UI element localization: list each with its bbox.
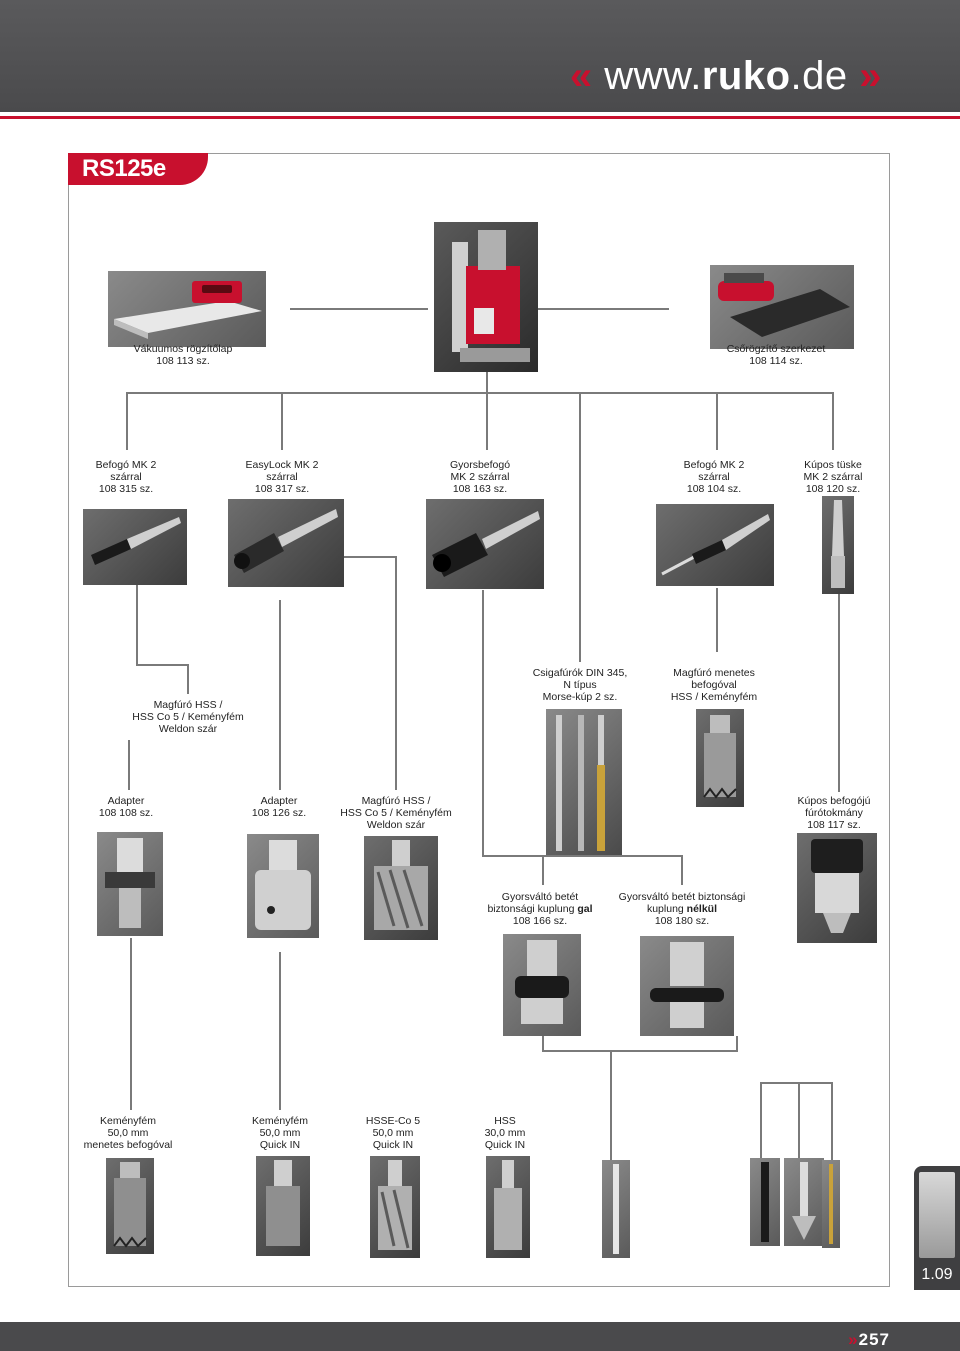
core-cutter-icon-3 — [266, 1160, 300, 1246]
footer-arrow: » — [848, 1330, 859, 1349]
hss-quickin-label: HSS 30,0 mm Quick IN — [484, 1115, 526, 1151]
quick-change-gal-label: Gyorsváltó betét biztonsági kuplung gal … — [487, 891, 593, 927]
site-url[interactable]: « www.ruko.de » — [570, 54, 882, 99]
quote-right: » — [859, 54, 882, 98]
step-drill-icon — [761, 1162, 769, 1242]
quick-change-nelkul-label: Gyorsváltó betét biztonsági kuplung nélk… — [618, 891, 746, 927]
adapter-108126-label: Adapter 108 126 sz. — [251, 795, 307, 819]
drill-chuck-photo — [797, 833, 877, 943]
page-header — [0, 0, 960, 112]
core-cutter-icon — [703, 715, 737, 799]
twist-drills-label: Csigafúrók DIN 345, N típus Morse-kúp 2 … — [532, 667, 628, 703]
adapter-108126-photo — [247, 834, 319, 938]
drill-chuck-icon — [811, 839, 863, 933]
url-suffix: .de — [790, 54, 848, 98]
carbide-quickin-label: Keményfém 50,0 mm Quick IN — [251, 1115, 309, 1151]
twist-drills-photo — [546, 709, 622, 855]
weldon-cutter-2-label: Magfúró HSS / HSS Co 5 / Keményfém Weldo… — [340, 795, 452, 831]
adapter-108108-label: Adapter 108 108 sz. — [98, 795, 154, 819]
core-cutter-icon-2 — [113, 1162, 147, 1248]
adapter-icon-2 — [255, 840, 311, 930]
carbide-quickin-photo — [256, 1156, 310, 1256]
core-cutter-icon-4 — [378, 1160, 412, 1250]
page-number: »257 — [848, 1330, 890, 1350]
vacuum-plate-photo — [108, 271, 266, 347]
countersink-photo — [784, 1158, 824, 1246]
arbor-108120-label: Kúpos tüske MK 2 szárral 108 120 sz. — [803, 459, 863, 495]
adapter-108108-photo — [97, 832, 163, 936]
weldon-cutter-label: Magfúró HSS / HSS Co 5 / Keményfém Weldo… — [132, 699, 244, 735]
hsse-quickin-photo — [370, 1156, 420, 1258]
url-brand: ruko — [701, 54, 791, 98]
pilot-pin-photo — [602, 1160, 630, 1258]
url-prefix: www. — [604, 54, 702, 98]
vacuum-plate-icon — [114, 281, 262, 339]
taper-arbor-icon — [831, 500, 845, 588]
model-tab: RS125e — [68, 153, 208, 185]
arbor-108120-photo — [822, 496, 854, 594]
quote-left: « — [569, 54, 593, 98]
section-number: 1.09 — [921, 1266, 953, 1283]
step-drill-photo — [750, 1158, 780, 1246]
holder-108104-label: Befogó MK 2 szárral 108 104 sz. — [683, 459, 745, 495]
carbide-threaded-label: Keményfém 50,0 mm menetes befogóval — [83, 1115, 173, 1151]
hsse-quickin-label: HSSE-Co 5 50,0 mm Quick IN — [365, 1115, 421, 1151]
threaded-cutter-label: Magfúró menetes befogóval HSS / Keményfé… — [670, 667, 758, 703]
chip-guard-icon — [718, 273, 850, 337]
diagram-frame — [68, 153, 890, 1287]
page-number-value: 257 — [858, 1330, 890, 1349]
countersink-icon — [792, 1162, 816, 1240]
holder-108315-label: Befogó MK 2 szárral 108 315 sz. — [95, 459, 157, 495]
quick-chuck-108163-photo — [426, 499, 544, 589]
quick-chuck-108163-label: Gyorsbefogó MK 2 szárral 108 163 sz. — [449, 459, 511, 495]
quick-change-insert-icon-2 — [650, 942, 724, 1028]
pilot-pin-icon — [613, 1164, 619, 1254]
core-cutter-icon-5 — [494, 1160, 522, 1250]
adapter-icon — [105, 838, 155, 928]
chip-guard-label: Csőrögzítő szerkezet 108 114 sz. — [726, 343, 826, 367]
weldon-cutter-2-photo — [364, 836, 438, 940]
header-accent-line — [0, 116, 960, 119]
quick-change-insert-icon — [515, 940, 569, 1024]
holder-108315-photo — [83, 509, 187, 585]
chip-guard-photo — [710, 265, 854, 349]
carbide-threaded-photo — [106, 1158, 154, 1254]
easylock-108317-label: EasyLock MK 2 szárral 108 317 sz. — [245, 459, 319, 495]
weldon-cutter-icon — [374, 840, 428, 930]
pilot-holder-icon — [661, 514, 770, 576]
threaded-cutter-photo — [696, 709, 744, 807]
easylock-chuck-icon — [234, 509, 338, 573]
vacuum-plate-label: Vákuumos rögzítőlap 108 113 sz. — [133, 343, 233, 367]
page-footer — [0, 1322, 960, 1351]
side-tab-machine-photo — [919, 1172, 955, 1258]
drill-machine-icon — [452, 230, 530, 362]
arbor-holder-icon — [91, 517, 181, 565]
hss-quickin-photo — [486, 1156, 530, 1258]
drill-bit-icon — [829, 1164, 833, 1244]
holder-108104-photo — [656, 504, 774, 586]
quick-change-nelkul-photo — [640, 936, 734, 1036]
quick-change-gal-photo — [503, 934, 581, 1036]
quick-chuck-icon — [432, 511, 540, 577]
drill-machine-photo — [434, 222, 538, 372]
drill-bit-photo — [822, 1160, 840, 1248]
drill-chuck-label: Kúpos befogójú fúrótokmány 108 117 sz. — [797, 795, 871, 831]
twist-drill-icons — [556, 715, 605, 851]
easylock-108317-photo — [228, 499, 344, 587]
